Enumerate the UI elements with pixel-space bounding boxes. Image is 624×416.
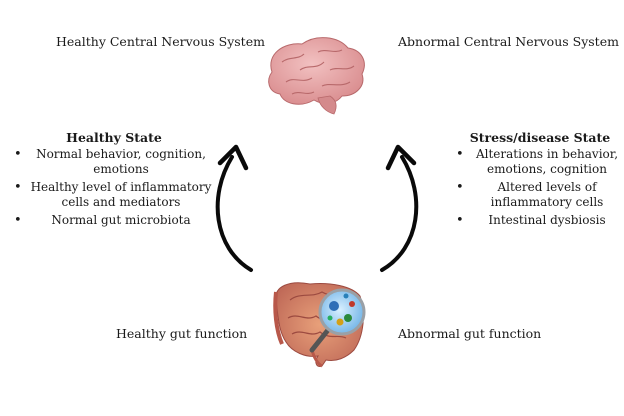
- abnormal-cns-heading: Abnormal Central Nervous System: [398, 34, 619, 49]
- stress-state-title: Stress/disease State: [469, 130, 611, 145]
- list-item: Normal gut microbiota: [14, 213, 214, 228]
- healthy-state-title: Healthy State: [66, 130, 162, 145]
- list-item: Intestinal dysbiosis: [456, 213, 624, 228]
- arrow-up-icon: [380, 144, 419, 272]
- list-item: Normal behavior, cognition, emotions: [14, 147, 214, 177]
- healthy-state-panel: Healthy State Normal behavior, cognition…: [14, 130, 214, 231]
- brain-icon: [268, 37, 365, 115]
- magnifier-icon: [309, 288, 366, 353]
- healthy-gut-heading: Healthy gut function: [116, 326, 248, 341]
- list-item: Altered levels of inflammatory cells: [456, 180, 624, 210]
- list-item: Alterations in behavior, emotions, cogni…: [456, 147, 624, 177]
- abnormal-gut-heading: Abnormal gut function: [398, 326, 542, 341]
- list-item: Healthy level of inflammatory cells and …: [14, 180, 214, 210]
- stress-state-panel: Stress/disease State Alterations in beha…: [456, 130, 624, 231]
- arrow-up-icon: [215, 144, 253, 272]
- healthy-cns-heading: Healthy Central Nervous System: [56, 34, 265, 49]
